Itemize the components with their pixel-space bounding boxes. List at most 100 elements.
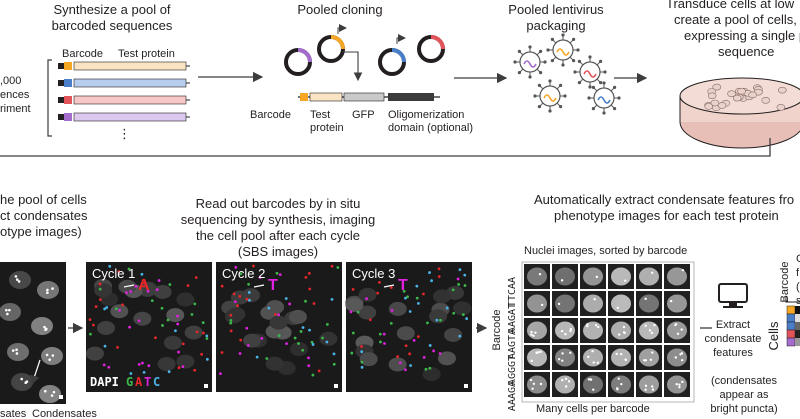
phenotype-scale-bar bbox=[59, 395, 63, 399]
many-cells-label: Many cells per barcode bbox=[536, 403, 650, 415]
extract-label-2: condensate bbox=[705, 333, 762, 345]
sbs-nucleus bbox=[166, 308, 185, 323]
sbs-spot bbox=[186, 284, 190, 288]
sbs-spot bbox=[378, 332, 382, 336]
sbs-spot bbox=[445, 306, 449, 310]
sbs-spot bbox=[92, 323, 95, 327]
left-text-line1: he pool of cells bbox=[0, 192, 87, 207]
step4-title-line1: Transduce cells at low bbox=[666, 0, 795, 11]
extract-label-3: features bbox=[713, 347, 753, 359]
right-text-line2: phenotype images for each test protein bbox=[554, 208, 779, 223]
sbs-spot bbox=[389, 286, 393, 289]
sbs-spot bbox=[307, 271, 311, 275]
step1-title-line1: Synthesize a pool of bbox=[53, 2, 170, 17]
sbs-nucleus bbox=[96, 320, 115, 335]
sbs-spot bbox=[103, 344, 107, 348]
cycle-2-base: T bbox=[268, 277, 278, 294]
sbs-spot bbox=[181, 365, 185, 369]
construct-barcode-block bbox=[300, 93, 308, 101]
sbs-spot bbox=[168, 283, 172, 286]
sbs-spot bbox=[307, 364, 311, 368]
sbs-spot bbox=[389, 321, 393, 325]
zoom-arrow bbox=[343, 51, 363, 82]
barcode-label: AAGAT bbox=[507, 303, 518, 333]
dish-cell bbox=[777, 86, 787, 94]
sbs-spot bbox=[229, 319, 233, 322]
sbs-nucleus bbox=[358, 305, 377, 320]
feature-partial-4: s bbox=[796, 295, 800, 307]
feature-row-orange bbox=[786, 305, 796, 315]
sbs-spot bbox=[356, 310, 360, 314]
sbs-spot bbox=[229, 321, 233, 325]
dish-cell bbox=[717, 102, 727, 109]
sbs-spot bbox=[417, 302, 420, 305]
sbs-spot bbox=[351, 331, 355, 335]
construct-protein-label: protein bbox=[310, 122, 344, 134]
sbs-text-line2: sequencing by synthesis, imaging bbox=[181, 212, 375, 227]
step4-title-line4: sequence bbox=[718, 44, 774, 59]
sbs-spot bbox=[127, 267, 131, 271]
feature-partial-1: C bbox=[796, 253, 800, 265]
computer-icon bbox=[718, 283, 748, 308]
sbs-nucleus bbox=[428, 309, 447, 324]
barcode-label: AGGGT bbox=[507, 355, 518, 385]
sbs-spot bbox=[129, 290, 133, 293]
sbs-spot bbox=[88, 318, 92, 321]
sbs-spot bbox=[412, 339, 416, 342]
sbs-spot bbox=[229, 329, 233, 333]
sbs-spot bbox=[404, 296, 407, 300]
list-ellipsis: ⋮ bbox=[118, 126, 131, 141]
sbs-spot bbox=[409, 364, 412, 367]
sbs-spot bbox=[233, 300, 237, 304]
sbs-spot bbox=[273, 313, 277, 316]
sbs-spot bbox=[108, 264, 112, 268]
sbs-nucleus bbox=[388, 301, 407, 316]
sbs-spot bbox=[351, 287, 355, 291]
sbs-spot bbox=[301, 326, 305, 329]
sbs-spot bbox=[435, 318, 439, 322]
legend-c: C bbox=[153, 375, 160, 389]
dish-cell bbox=[732, 94, 742, 102]
sbs-spot bbox=[205, 334, 209, 338]
barcode-label: AAAGA bbox=[507, 381, 518, 411]
sbs-spot bbox=[301, 348, 305, 352]
sbs-spot bbox=[117, 270, 121, 274]
sbs-spot bbox=[463, 273, 467, 277]
sbs-spot bbox=[426, 321, 429, 325]
sbs-spot bbox=[308, 287, 312, 291]
condensate-note-2: appear as bbox=[720, 389, 769, 401]
sbs-spot bbox=[336, 266, 340, 269]
connector-top-to-bottom bbox=[0, 138, 771, 157]
sbs-spot bbox=[458, 268, 462, 272]
nucleus bbox=[0, 303, 21, 321]
sbs-spot bbox=[160, 306, 164, 310]
step4-title-line2: create a pool of cells, bbox=[674, 12, 797, 27]
left-text-line2: ct condensates bbox=[0, 208, 88, 223]
sbs-nucleus bbox=[153, 284, 172, 299]
sbs-spot bbox=[284, 297, 288, 300]
construct-olig-label-1: Oligomerization bbox=[388, 109, 464, 121]
feature-barcode-label: Barcode bbox=[779, 262, 791, 303]
sbs-nucleus bbox=[432, 289, 451, 304]
sbs-channel-legend: DAPI G A T C bbox=[90, 375, 160, 389]
step3-title-line1: Pooled lentivirus bbox=[508, 2, 604, 17]
sbs-spot bbox=[247, 291, 251, 294]
sbs-spot bbox=[299, 330, 303, 333]
feature-partial-3: ( bbox=[796, 281, 800, 293]
dish-cell bbox=[737, 87, 746, 95]
barcode-label: TTCAA bbox=[507, 277, 518, 307]
step2-title: Pooled cloning bbox=[297, 2, 382, 17]
dish-cell bbox=[704, 103, 713, 110]
sbs-spot bbox=[255, 355, 259, 359]
sbs-spot bbox=[114, 307, 118, 311]
sbs-spot bbox=[174, 329, 177, 333]
sbs-nucleus bbox=[319, 331, 338, 346]
sbs-spot bbox=[98, 287, 102, 291]
construct-barcode-label: Barcode bbox=[250, 109, 291, 121]
sbs-spot bbox=[311, 373, 315, 377]
sbs-spot bbox=[332, 352, 336, 356]
dish-cell bbox=[776, 104, 786, 111]
left-partial-line1: ,000 bbox=[0, 75, 21, 87]
sbs-spot bbox=[350, 351, 354, 355]
dish-cell bbox=[761, 97, 771, 104]
